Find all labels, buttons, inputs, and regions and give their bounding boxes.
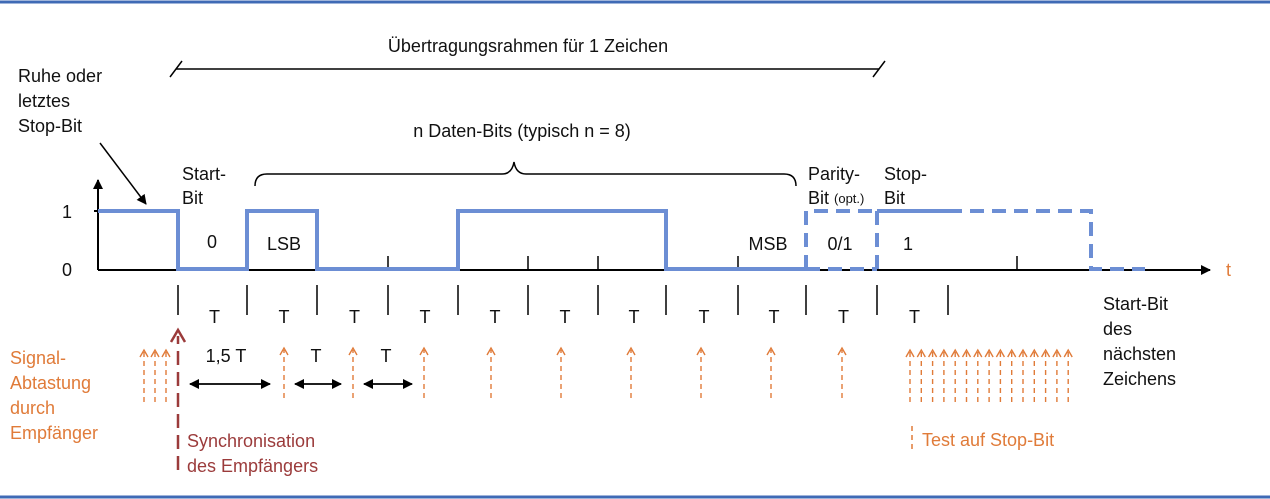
sample-arrow xyxy=(916,348,926,402)
sample-arrow xyxy=(837,346,847,398)
sample-arrow xyxy=(973,348,983,402)
sample-arrows xyxy=(139,346,1073,402)
interval-first-label: 1,5 T xyxy=(206,346,247,366)
sample-arrow xyxy=(139,348,149,402)
next-start-label-3: nächsten xyxy=(1103,344,1176,364)
signal-waveform xyxy=(98,209,806,271)
sample-arrow xyxy=(150,348,160,402)
period-label: T xyxy=(490,307,501,327)
sample-arrow xyxy=(1040,348,1051,402)
next-start-label-1: Start-Bit xyxy=(1103,294,1168,314)
time-axis-label: t xyxy=(1226,260,1231,280)
period-label: T xyxy=(209,307,220,327)
idle-label-1: Ruhe oder xyxy=(18,66,102,86)
sample-arrow xyxy=(696,346,706,398)
sync-label-2: des Empfängers xyxy=(187,456,318,476)
next-start-label-2: des xyxy=(1103,319,1132,339)
next-start-label-4: Zeichens xyxy=(1103,369,1176,389)
lsb-label: LSB xyxy=(267,234,301,254)
sample-arrow xyxy=(1052,348,1062,402)
period-label: T xyxy=(629,307,640,327)
parity-label-1: Parity- xyxy=(808,164,860,184)
sampling-label-1: Signal- xyxy=(10,348,66,368)
period-label: T xyxy=(769,307,780,327)
idle-label-2: letztes xyxy=(18,91,70,111)
sample-arrow xyxy=(486,346,496,398)
period-label: T xyxy=(699,307,710,327)
idle-pointer-arrow xyxy=(99,142,147,205)
sync-arrow xyxy=(169,327,187,470)
idle-label-3: Stop-Bit xyxy=(18,116,82,136)
next-frame-dashed-signal xyxy=(948,209,1145,271)
data-bits-label: n Daten-Bits (typisch n = 8) xyxy=(413,121,631,141)
period-label: T xyxy=(838,307,849,327)
period-label: T xyxy=(349,307,360,327)
bit-boundaries xyxy=(177,285,949,315)
sample-arrow xyxy=(905,348,915,402)
stop-bit-label-1: Stop- xyxy=(884,164,927,184)
sample-arrow xyxy=(961,348,972,402)
sample-arrow xyxy=(1018,348,1028,402)
level-0-label: 0 xyxy=(62,260,72,280)
start-bit-label-1: Start- xyxy=(182,164,226,184)
sample-arrow xyxy=(1063,348,1073,402)
sample-arrow xyxy=(939,348,949,402)
sampling-label-2: Abtastung xyxy=(10,373,91,393)
parity-label-2: Bit (opt.) xyxy=(808,188,864,208)
frame-bracket xyxy=(169,60,886,78)
sample-arrow xyxy=(279,346,289,398)
period-label: T xyxy=(560,307,571,327)
sample-arrow xyxy=(927,348,938,402)
msb-label: MSB xyxy=(748,234,787,254)
data-bits-brace xyxy=(254,161,797,187)
interval-3-label: T xyxy=(381,346,392,366)
start-bit-label-2: Bit xyxy=(182,188,203,208)
sampling-label-4: Empfänger xyxy=(10,423,98,443)
frame-label: Übertragungsrahmen für 1 Zeichen xyxy=(388,36,668,56)
sample-arrow xyxy=(950,348,960,402)
level-1-label: 1 xyxy=(62,202,72,222)
period-label: T xyxy=(909,307,920,327)
sample-arrow xyxy=(1007,348,1017,402)
sample-arrow xyxy=(766,346,776,398)
sample-arrow xyxy=(1029,348,1039,402)
sampling-label-3: durch xyxy=(10,398,55,418)
period-label: T xyxy=(420,307,431,327)
sample-arrow xyxy=(626,346,636,398)
period-label: T xyxy=(279,307,290,327)
start-bit-value: 0 xyxy=(207,232,217,252)
sample-arrow xyxy=(995,348,1006,402)
stop-bit-label-2: Bit xyxy=(884,188,905,208)
interval-2-label: T xyxy=(311,346,322,366)
stop-bit-value: 1 xyxy=(903,234,913,254)
sample-arrow xyxy=(556,346,566,398)
sample-arrow xyxy=(161,348,171,402)
sample-arrow xyxy=(348,346,358,398)
stop-test-label: Test auf Stop-Bit xyxy=(922,430,1054,450)
sample-arrow xyxy=(419,346,429,398)
parity-value: 0/1 xyxy=(827,234,852,254)
sample-arrow xyxy=(984,348,994,402)
sync-label-1: Synchronisation xyxy=(187,431,315,451)
parity-dashed-signal xyxy=(804,209,879,271)
